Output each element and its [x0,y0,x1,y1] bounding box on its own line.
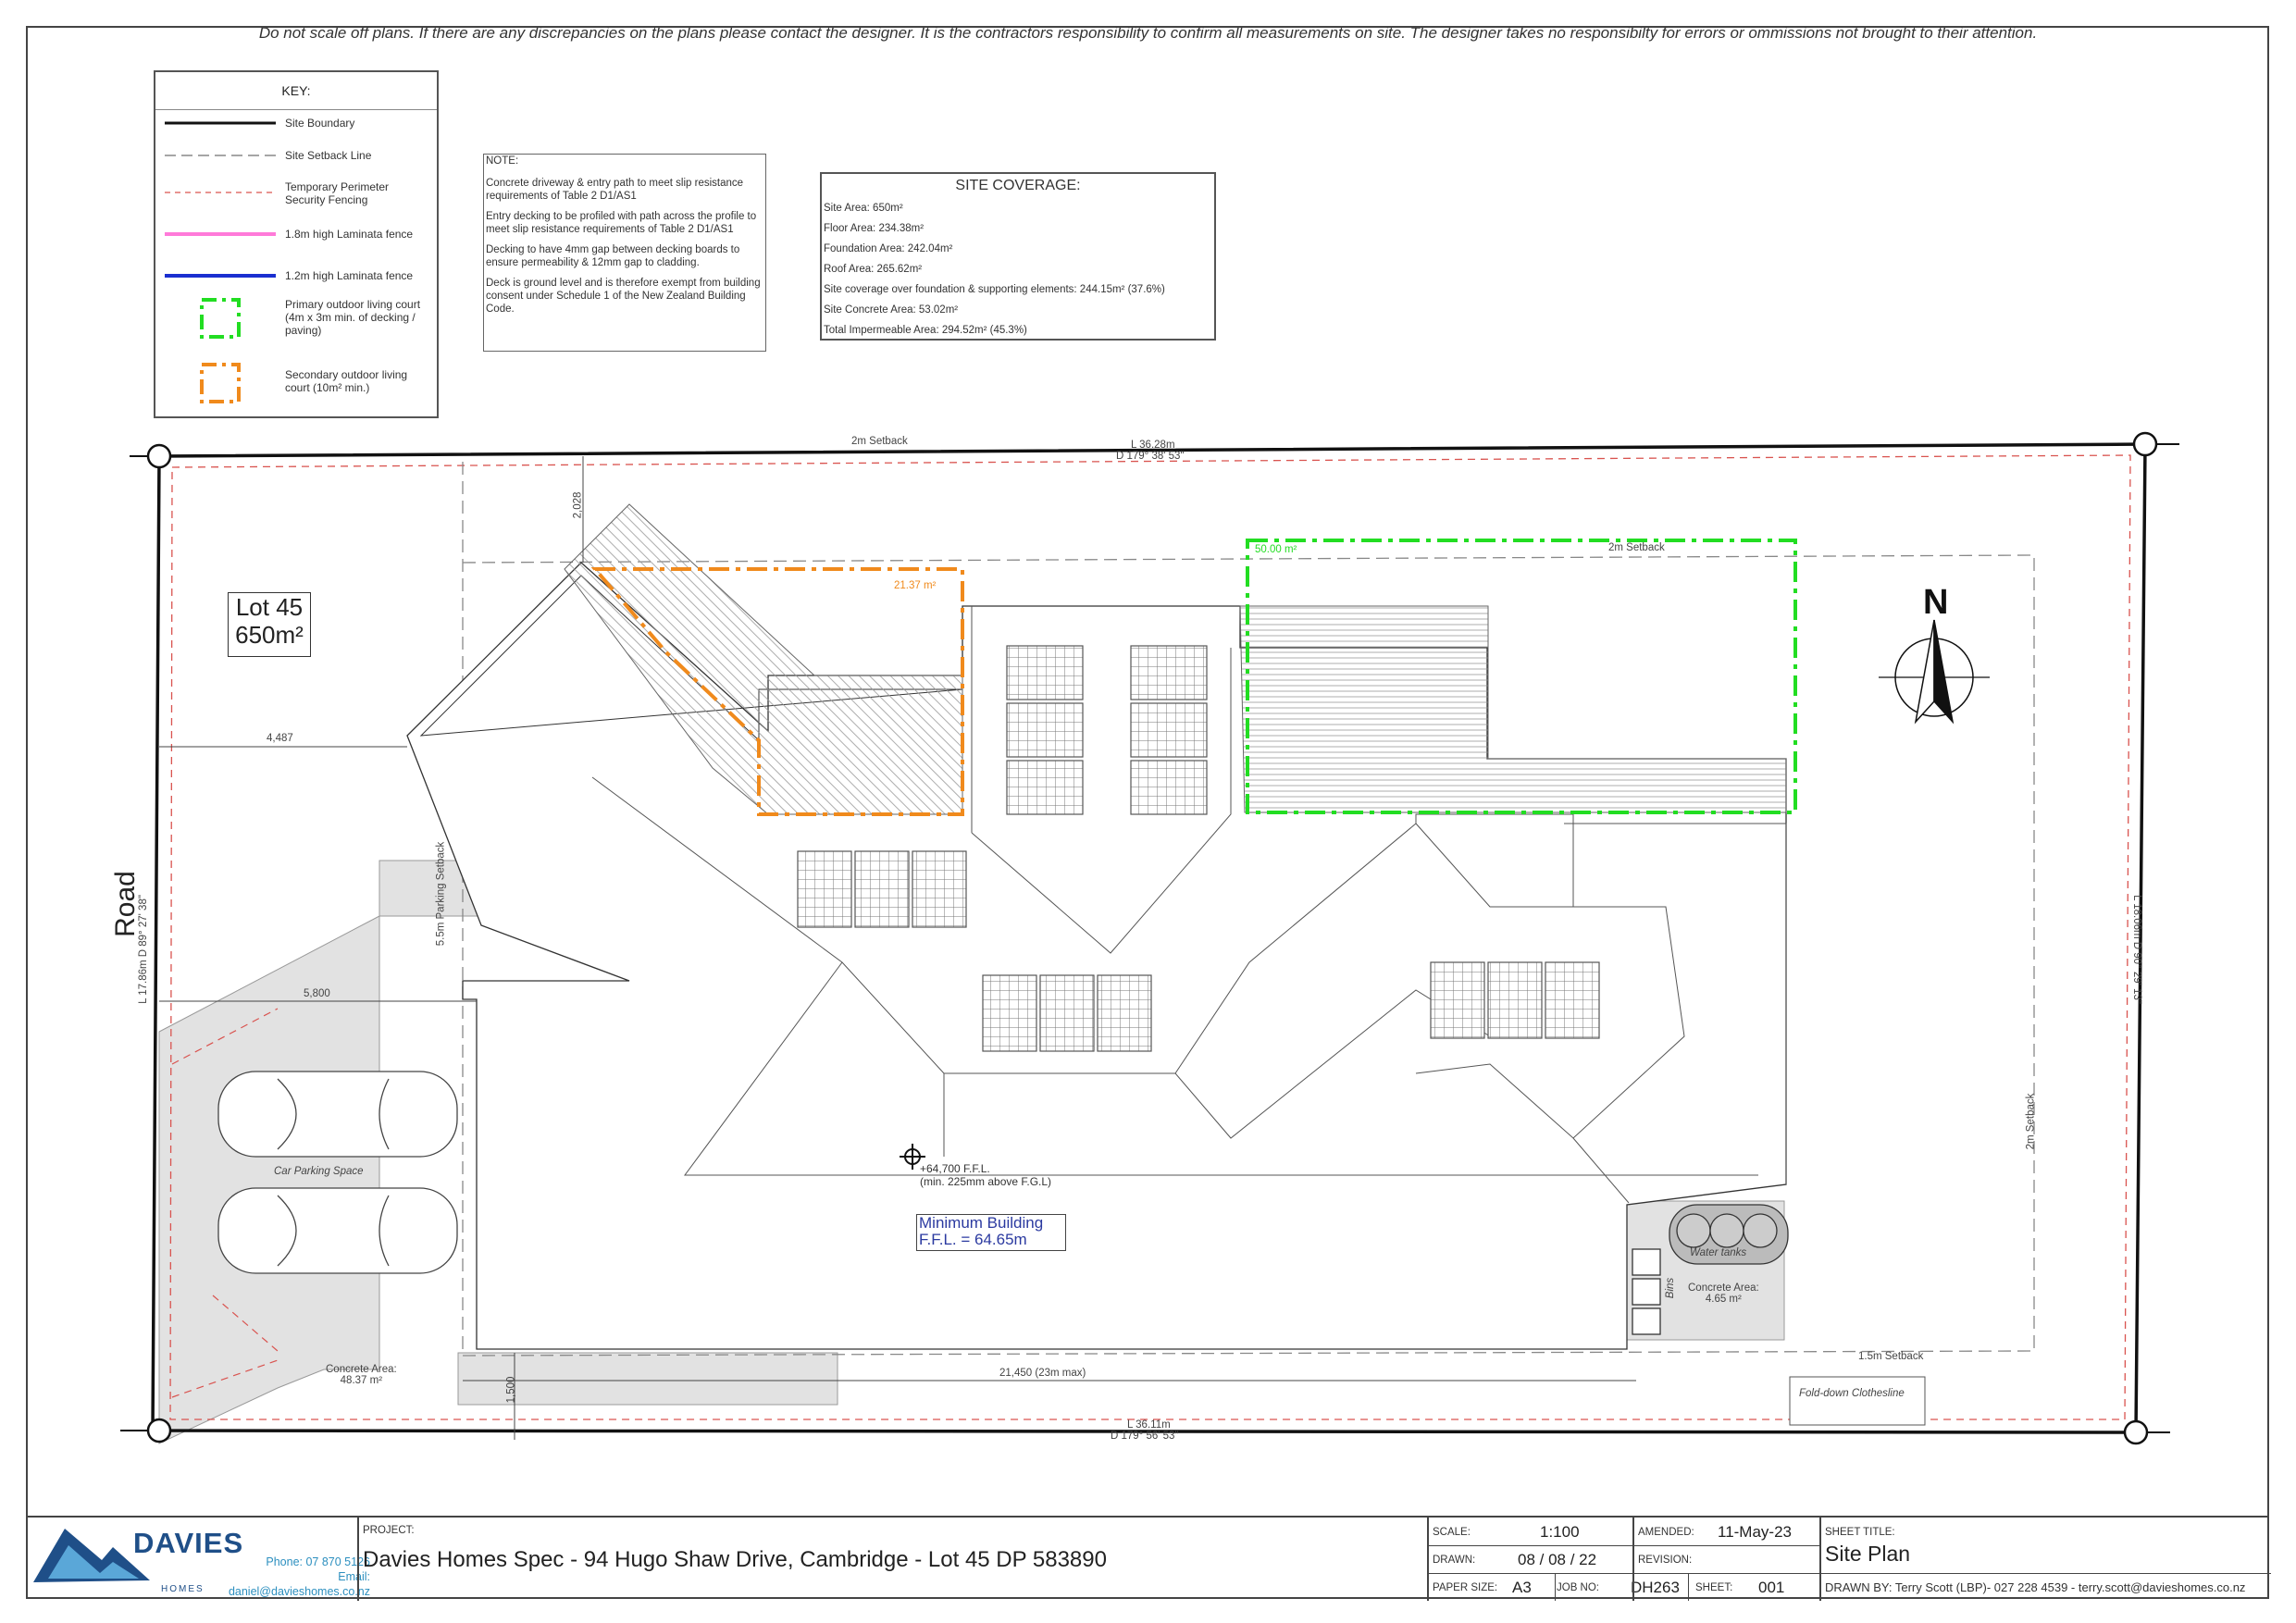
dimension-5800: 5,800 [304,988,330,999]
paper-size: A3 [1512,1579,1532,1596]
water-tanks-label: Water tanks [1690,1247,1747,1258]
disclaimer: Do not scale off plans. If there are any… [258,24,2038,42]
bottom-boundary-bearing: D 179° 56' 53" [1111,1431,1179,1442]
top-boundary-bearing: D 179° 38' 53" [1116,451,1185,462]
key-item-setback: Site Setback Line [285,149,372,162]
north-label: N [1923,583,1949,622]
bins-label: Bins [1665,1277,1677,1299]
coverage-row: Site Concrete Area: 53.02m² [824,304,959,316]
gate-swing [171,1008,279,1398]
setback-line [462,456,2035,1357]
coverage-row: Site coverage over foundation & supporti… [824,284,1165,295]
secondary-court-area: 21.37 m² [894,580,937,591]
road-label: Road [109,871,141,937]
key-item-boundary: Site Boundary [285,117,355,130]
bins-icon [1632,1248,1661,1335]
coverage-title: SITE COVERAGE: [955,178,1081,193]
secondary-outdoor-court [590,567,964,816]
note-paragraph-4: Deck is ground level and is therefore ex… [486,278,761,315]
car-icon [217,1071,458,1274]
top-setback-label: 2m Setback [851,436,908,447]
sheet-number: 001 [1758,1579,1785,1596]
project-cell: PROJECT: Davies Homes Spec - 94 Hugo Sha… [357,1518,1427,1601]
boundary-peg [146,1418,172,1443]
key-item-fencing: Temporary Perimeter Security Fencing [285,180,390,206]
scale-value: 1:100 [1540,1523,1580,1541]
water-tanks-icon [1669,1204,1789,1265]
davies-logo-icon [33,1529,150,1582]
key-item-pink-fence: 1.8m high Laminata fence [285,228,414,241]
boundary-peg [146,443,172,469]
concrete-area-left: Concrete Area:48.37 m² [326,1364,397,1386]
right-boundary-label: L 18.06m D 90° 29' 13" [2130,895,2142,1004]
sheet-title: Site Plan [1825,1542,1911,1566]
note-title: NOTE: [486,155,519,167]
bottom-setback-label: 1.5m Setback [1858,1351,1924,1362]
dimension-4487: 4,487 [267,733,293,744]
amended-date: 11-May-23 [1718,1523,1792,1541]
primary-court-area: 50.00 m² [1255,544,1297,555]
swatch-secondary-court [200,363,241,403]
ffl-datum-marker [900,1144,925,1170]
legend-swatches [165,121,276,403]
boundary-peg [2132,431,2158,457]
coverage-row: Foundation Area: 242.04m² [824,243,953,254]
right-setback-label: 2m Setback [2025,1093,2037,1150]
concrete-area-right: Concrete Area:4.65 m² [1688,1282,1759,1305]
note-box: NOTE: Concrete driveway & entry path to … [483,154,766,352]
company-contact: Phone: 07 870 5126 Email: daniel@daviesh… [228,1555,370,1598]
note-paragraph-1: Concrete driveway & entry path to meet s… [486,178,744,202]
dimension-21450: 21,450 (23m max) [999,1368,1086,1379]
ffl-label: +64,700 F.F.L.(min. 225mm above F.G.L) [920,1162,1052,1188]
key-item-secondary-court: Secondary outdoor living court (10m² min… [285,368,408,394]
dimension-1500: 1,500 [505,1376,517,1404]
coverage-row: Site Area: 650m² [824,203,903,214]
house-outline [406,562,1787,1350]
key-title: KEY: [281,83,311,98]
coverage-row: Total Impermeable Area: 294.52m² (45.3%) [824,325,1027,336]
key-item-blue-fence: 1.2m high Laminata fence [285,269,414,282]
key-item-primary-court: Primary outdoor living court (4m x 3m mi… [285,298,421,337]
note-paragraph-2: Entry decking to be profiled with path a… [486,211,757,235]
job-cell: JOB NO: DH263 [1557,1579,1680,1596]
drawn-by: DRAWN BY: Terry Scott (LBP)- 027 228 453… [1825,1580,2246,1594]
swatch-primary-court [200,298,241,339]
job-number: DH263 [1631,1579,1680,1596]
setback-dimension: 2,028 [572,491,584,519]
title-block: DAVIES HOMES Phone: 07 870 5126 Email: d… [26,1516,2271,1601]
car-parking-label: Car Parking Space [274,1166,364,1177]
north-arrow-icon [1879,619,1990,725]
sheet-frame [26,26,2269,1599]
company-sub: HOMES [161,1584,205,1594]
concrete-strip-bottom [457,1352,838,1406]
clothesline-label: Fold-down Clothesline [1799,1388,1905,1399]
legend-key: KEY: Site Boundary Site Setback Line Tem… [154,70,439,418]
boundary-peg [2123,1419,2149,1445]
sheet-title-cell: SHEET TITLE: Site Plan DRAWN BY: Terry S… [1819,1518,2271,1601]
coverage-row: Floor Area: 234.38m² [824,223,925,234]
drawn-date: 08 / 08 / 22 [1518,1551,1597,1568]
rear-deck [1239,605,1787,813]
company-name: DAVIES [133,1527,244,1559]
parking-setback-label: 5.5m Parking Setback [435,841,447,947]
bottom-boundary-length: L 36.11m [1127,1419,1171,1431]
inner-setback-label: 2m Setback [1608,542,1665,553]
coverage-row: Roof Area: 265.62m² [824,264,923,275]
site-coverage-box: SITE COVERAGE: Site Area: 650m² Floor Ar… [820,172,1216,341]
amended-cell: AMENDED: 11-May-23 REVISION: SHEET: 001 [1632,1518,1821,1601]
clothesline-icon [1789,1376,1926,1426]
dimension-lines [159,456,1636,1440]
top-boundary-length: L 36.28m [1131,440,1175,451]
solar-panels [797,645,1600,1052]
project-name: Davies Homes Spec - 94 Hugo Shaw Drive, … [363,1547,1107,1572]
note-paragraph-3: Decking to have 4mm gap between decking … [486,244,740,268]
scale-cell: SCALE: 1:100 DRAWN: 08 / 08 / 22 PAPER S… [1427,1518,1634,1601]
primary-outdoor-court [1246,539,1797,814]
